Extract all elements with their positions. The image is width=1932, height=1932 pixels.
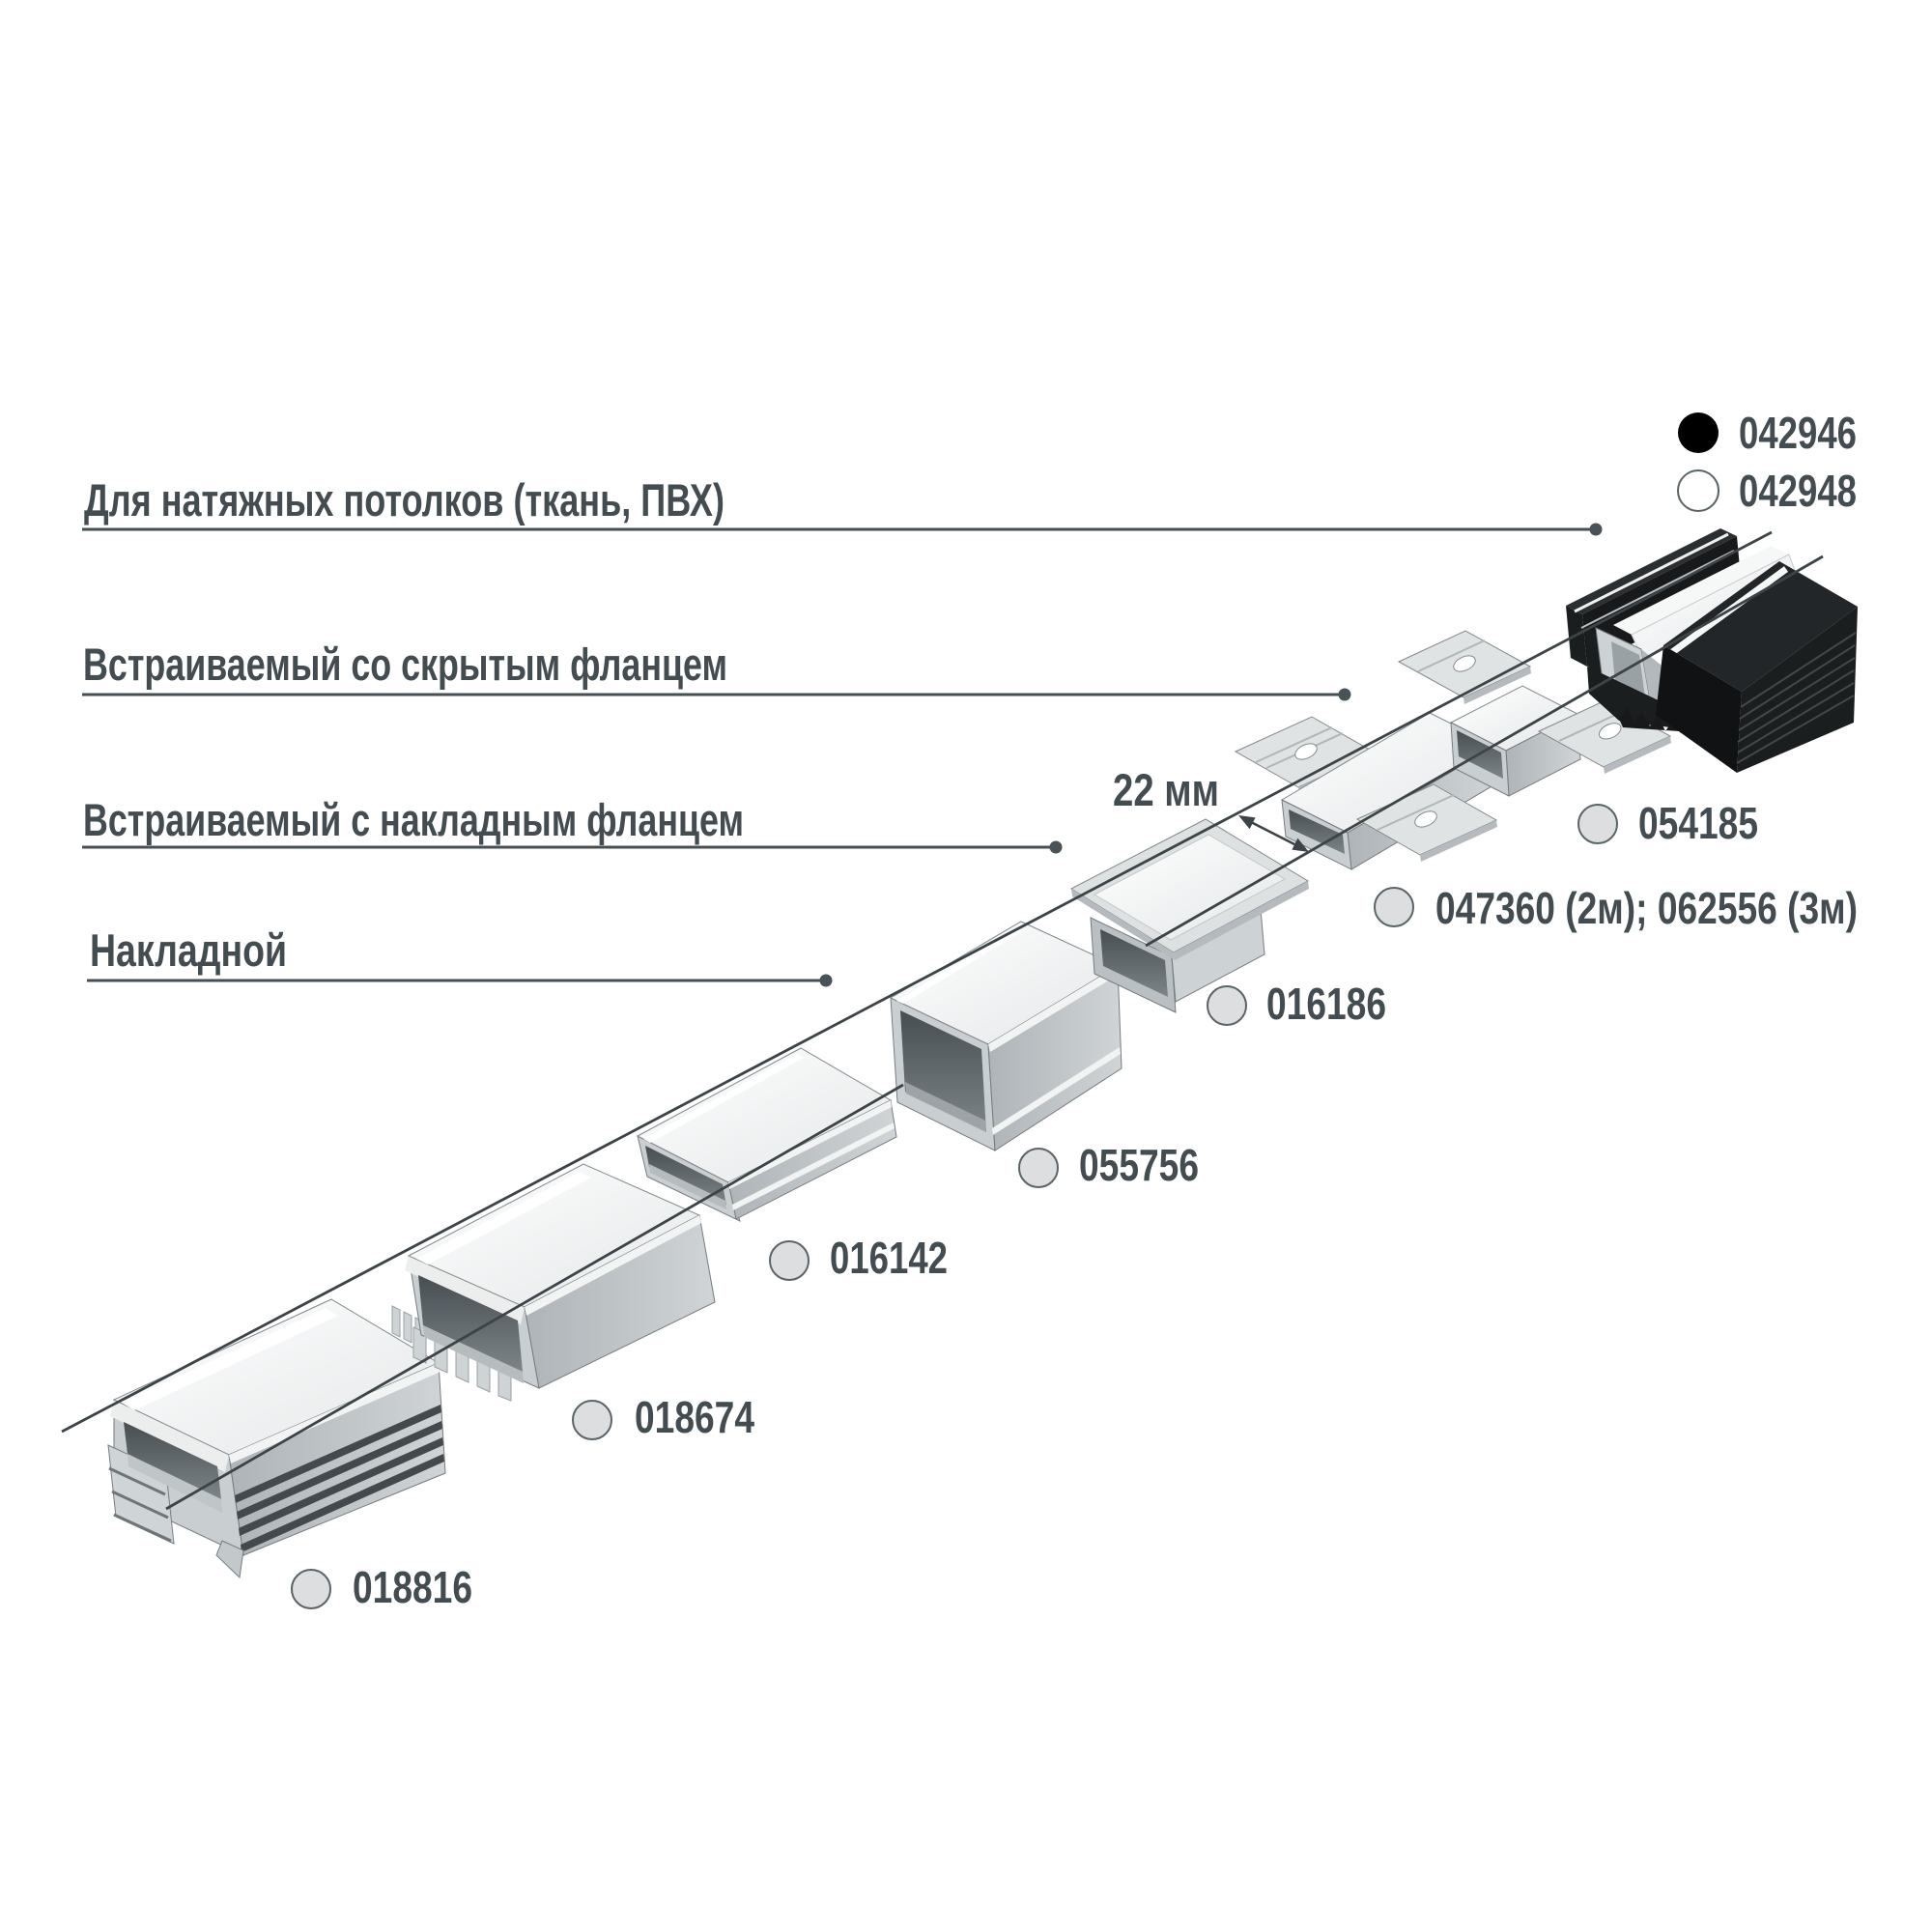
svg-text:054185: 054185 bbox=[1638, 798, 1758, 848]
svg-text:Накладной: Накладной bbox=[90, 924, 287, 976]
svg-text:047360 (2м); 062556 (3м): 047360 (2м); 062556 (3м) bbox=[1435, 883, 1858, 933]
svg-text:018674: 018674 bbox=[635, 1392, 754, 1442]
svg-text:042946: 042946 bbox=[1739, 408, 1857, 458]
svg-text:Для натяжных потолков (ткань,: Для натяжных потолков (ткань, ПВХ) bbox=[84, 474, 724, 526]
svg-text:018816: 018816 bbox=[353, 1562, 472, 1612]
svg-text:016186: 016186 bbox=[1266, 979, 1386, 1029]
svg-text:042948: 042948 bbox=[1739, 466, 1857, 516]
svg-text:22 мм: 22 мм bbox=[1113, 764, 1219, 815]
svg-text:016142: 016142 bbox=[830, 1233, 948, 1283]
svg-text:055756: 055756 bbox=[1079, 1140, 1199, 1190]
svg-text:Встраиваемый с накладным фланц: Встраиваемый с накладным фланцем bbox=[83, 794, 744, 845]
svg-text:Встраиваемый со скрытым фланце: Встраиваемый со скрытым фланцем bbox=[83, 639, 727, 690]
